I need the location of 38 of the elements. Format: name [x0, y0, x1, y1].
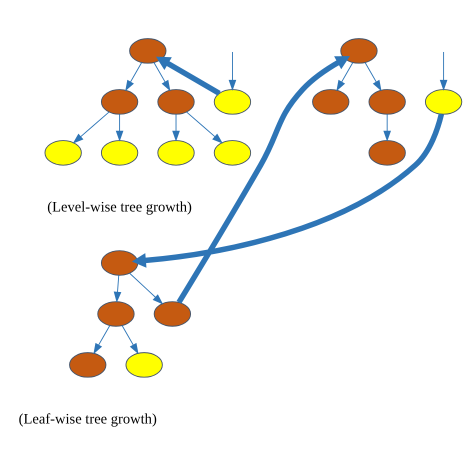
node-ellipse [126, 352, 163, 378]
arrow [440, 51, 448, 90]
arrow [383, 113, 391, 142]
node-ellipse [157, 140, 195, 166]
node-ellipse [100, 250, 138, 276]
arrow [186, 111, 223, 144]
node-ellipse [69, 352, 106, 378]
node-ellipse [312, 88, 350, 114]
arrow [176, 55, 350, 304]
arrow [132, 112, 444, 268]
arrow [129, 272, 164, 304]
node-ellipse [214, 88, 252, 114]
arrow [228, 51, 236, 90]
node-ellipse [100, 88, 138, 114]
node-ellipse [368, 88, 406, 114]
node-ellipse [368, 140, 406, 166]
arrow [156, 56, 221, 96]
node-ellipse [154, 300, 192, 326]
arrow [93, 324, 110, 354]
arrow [336, 62, 354, 91]
arrow [125, 62, 142, 91]
node-ellipse [100, 140, 138, 166]
arrow [114, 274, 122, 302]
arrow [153, 62, 170, 91]
node-ellipse [214, 140, 252, 166]
arrow [116, 113, 124, 142]
arrow [364, 62, 382, 91]
arrow [72, 111, 110, 144]
node-ellipse [424, 88, 462, 114]
arrow [172, 113, 180, 142]
node-ellipse [129, 38, 166, 64]
arrow [122, 324, 139, 354]
node-ellipse [340, 38, 378, 64]
node-ellipse [44, 140, 82, 166]
node-ellipse [157, 88, 195, 114]
label: (Leaf-wise tree growth) [18, 410, 157, 427]
label: (Level-wise tree growth) [47, 198, 192, 215]
node-ellipse [97, 300, 135, 326]
